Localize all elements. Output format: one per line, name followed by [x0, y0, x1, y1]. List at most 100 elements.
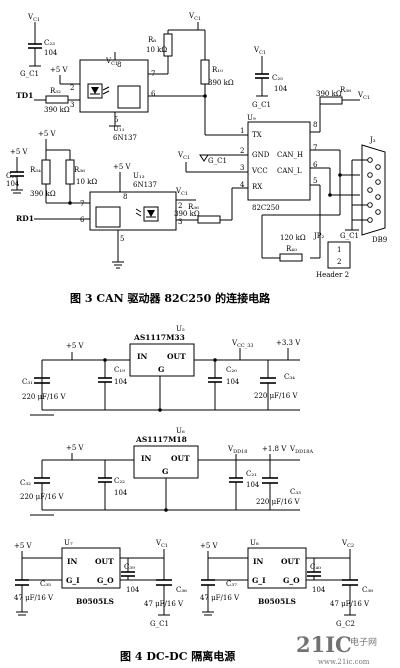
r34-ref: R₃₄: [30, 166, 41, 174]
c22-value: 104: [114, 489, 128, 497]
u9-num6: 6: [313, 161, 318, 169]
p5v-label-r34: +5 V: [38, 130, 57, 138]
r38-value: 390 kΩ: [316, 90, 342, 98]
r40-value: 120 kΩ: [280, 234, 306, 242]
c19-ref: C₁₉: [114, 366, 125, 374]
r32-resistor: [45, 95, 69, 104]
r8-ref: R₈: [148, 36, 156, 44]
u9-pin-canh: CAN_H: [277, 151, 303, 159]
u9-pin-vcc: VCC: [251, 167, 268, 175]
u7-ref: U₇: [64, 539, 73, 547]
c35-ref: C₃₅: [40, 580, 51, 588]
u13-pin6: 6: [80, 216, 85, 224]
u8-ref: U₈: [250, 539, 259, 547]
u9-num1: 1: [240, 127, 244, 135]
u9-ref: U₉: [247, 114, 256, 122]
u13-inner-gate: [95, 206, 121, 228]
watermark-url: www.21ic.com: [318, 658, 370, 666]
c37-value: 47 μF/16 V: [200, 594, 240, 602]
c38-ref: C₃₈: [362, 586, 373, 594]
u8-part: B0505LS: [258, 597, 296, 606]
c19-value: 104: [114, 378, 128, 386]
c20-value: 104: [226, 378, 240, 386]
r40-ref: R₄₀: [286, 245, 297, 253]
u9-pin-gnd: GND: [252, 151, 270, 159]
c36-value: 47 μF/16 V: [144, 600, 184, 608]
c25-value: 104: [274, 85, 288, 93]
u5-vcc33-label: VCC_33: [231, 339, 254, 349]
u7-out: OUT: [95, 557, 114, 566]
u6-vout-label: +1.8 V: [262, 445, 287, 453]
r32-value: 390 kΩ: [44, 106, 70, 114]
c40-ref: C₄₀: [310, 563, 321, 571]
u5-ref: U₅: [176, 325, 185, 333]
u5-regulator: [129, 343, 195, 377]
r36b-ref: R₃₆: [188, 203, 199, 211]
c31-value: 220 μF/16 V: [22, 393, 66, 401]
db9-connector: [361, 144, 386, 236]
u8-out: OUT: [281, 557, 300, 566]
figure-3-can-driver-circuit: VC1 C₂₃ 104 G_C1 VC1 8 7 6 5 2 3 U₁₁ 6N1…: [6, 12, 387, 305]
u7-in: IN: [67, 557, 78, 566]
u8-gnd-label: G_C2: [336, 620, 355, 628]
u9-num3: 3: [240, 164, 244, 172]
u11-pin6: 6: [151, 90, 156, 98]
u9-part: 82C250: [252, 204, 280, 212]
u7-go: G_O: [97, 576, 114, 585]
u11-part: 6N137: [113, 134, 137, 142]
u9-num5: 5: [313, 177, 317, 185]
td1-label: TD1: [16, 91, 33, 100]
u6-g: G: [162, 467, 168, 476]
u6-vdd18-label: VDD18: [227, 445, 247, 455]
u11-ref: U₁₁: [113, 125, 125, 133]
vc1-label-r38: VC1: [357, 91, 370, 101]
watermark-logo: 21IC: [296, 632, 352, 657]
r38-resistor: [319, 96, 343, 105]
u7-vin-label: +5 V: [14, 542, 33, 550]
vc1-label-u9: VC1: [177, 151, 190, 161]
jp2-ref: JP₂: [313, 232, 325, 240]
c33-ref: C₃₃: [290, 488, 301, 496]
u13-pin3: 3: [178, 218, 182, 226]
r34-value: 390 kΩ: [30, 190, 56, 198]
figure-4-dcdc-isolated-power: +5 V U₅ AS1117M33 IN OUT G VCC_33 +3.3 V…: [14, 325, 373, 663]
c36-ref: C₃₆: [176, 586, 187, 594]
vc1-label: VC1: [27, 13, 40, 23]
c23-value: 104: [44, 49, 58, 57]
jp2-pin2: 2: [337, 258, 341, 266]
u11-pin5: 5: [114, 116, 118, 124]
u13-part: 6N137: [133, 181, 157, 189]
c40-value: 104: [312, 586, 326, 594]
r36b-value: 390 kΩ: [174, 210, 200, 218]
u13-pin8: 8: [123, 193, 127, 201]
u13-ref: U₁₃: [133, 172, 145, 180]
u6-ref: U₆: [176, 427, 185, 435]
gc1-label-c25: G_C1: [252, 101, 271, 109]
c20-ref: C₂₀: [226, 366, 237, 374]
r8-value: 10 kΩ: [146, 46, 167, 54]
c31-ref: C₃₁: [22, 378, 33, 386]
u7-vout-label: VC1: [155, 539, 168, 549]
u9-pin-rx: RX: [252, 183, 262, 191]
u13-pin7: 7: [80, 200, 84, 208]
c39-value: 104: [126, 586, 140, 594]
p5v-label-1: +5 V: [50, 66, 69, 74]
u8-gi: G_I: [252, 576, 266, 585]
r36-resistor-390k: [197, 215, 221, 224]
u7-dcdc-module: [61, 547, 121, 589]
r40-resistor: [279, 253, 303, 262]
c21-value: 104: [246, 481, 260, 489]
gc1-label: G_C1: [20, 70, 39, 78]
r34-resistor: [41, 159, 51, 185]
c33-value: 220 μF/16 V: [256, 498, 300, 506]
u11-pin2: 2: [70, 84, 74, 92]
u6-vdd18a-label: VDD18A: [289, 445, 313, 455]
u5-part: AS1117M33: [133, 333, 185, 342]
u6-out: OUT: [171, 454, 190, 463]
c27-value: 104: [6, 180, 20, 188]
u9-pin-tx: TX: [252, 131, 262, 139]
u9-82c250: [247, 121, 311, 201]
vc1-label-r: VC1: [188, 12, 201, 22]
p5v-label-u13: +5 V: [113, 163, 132, 171]
figure-4-caption: 图 4 DC-DC 隔离电源: [120, 649, 235, 663]
